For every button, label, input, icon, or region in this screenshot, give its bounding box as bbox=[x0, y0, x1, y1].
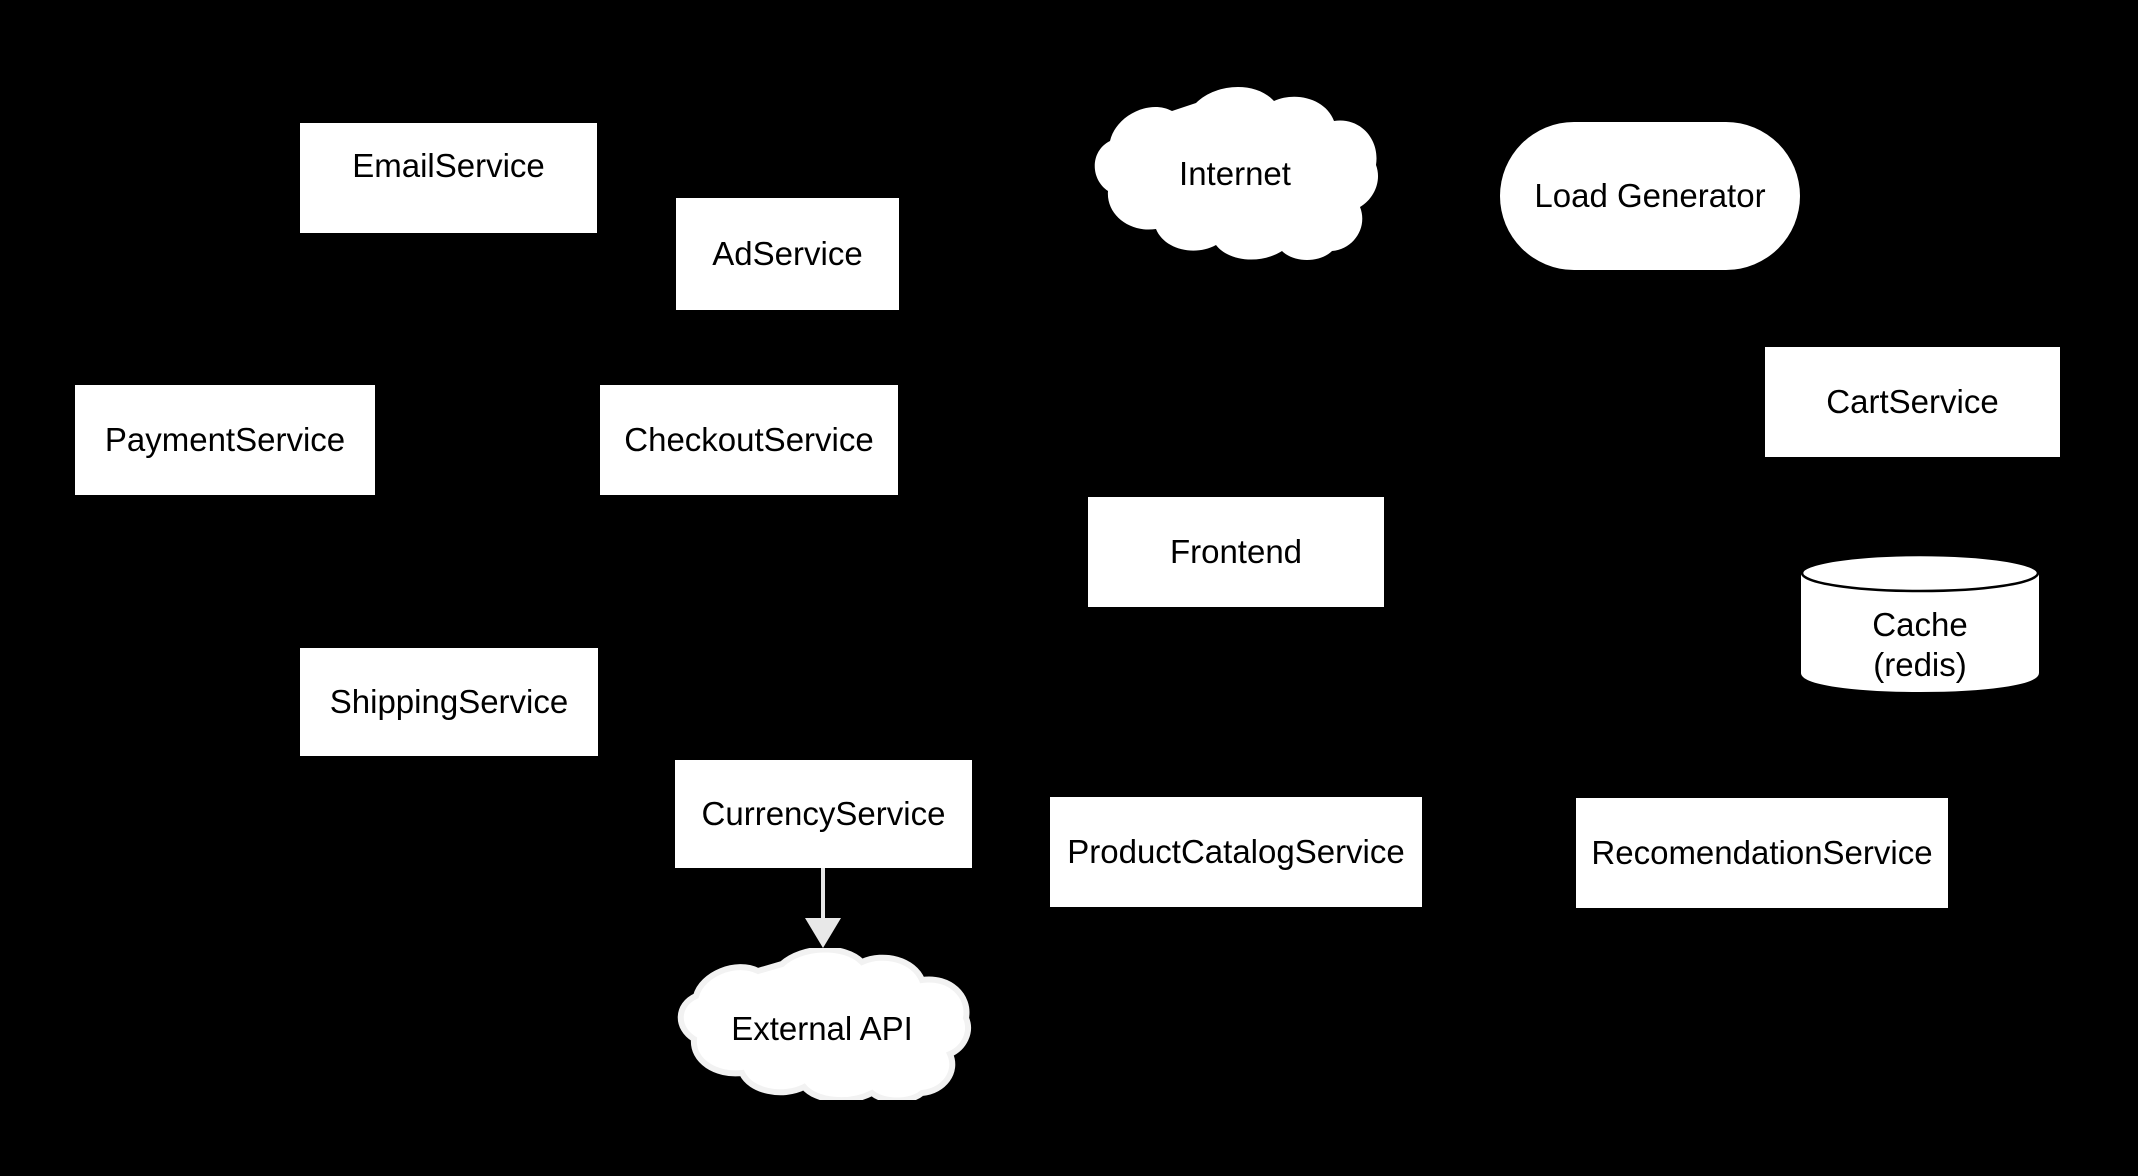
node-label-product-catalog-service: ProductCatalogService bbox=[1067, 832, 1405, 870]
node-load-generator[interactable]: Load Generator bbox=[1500, 122, 1800, 270]
node-product-catalog-service[interactable]: ProductCatalogService bbox=[1050, 797, 1422, 907]
node-cart-service[interactable]: CartService bbox=[1765, 347, 2060, 457]
node-ad-service[interactable]: AdService bbox=[676, 198, 899, 310]
node-label-load-generator: Load Generator bbox=[1534, 177, 1766, 214]
node-external-api[interactable]: External API bbox=[672, 948, 972, 1100]
cloud-shape-icon bbox=[1094, 87, 1378, 260]
node-email-service[interactable]: EmailService bbox=[300, 123, 597, 233]
node-shipping-service[interactable]: ShippingService bbox=[300, 648, 598, 756]
node-checkout-service[interactable]: CheckoutService bbox=[600, 385, 898, 495]
edge-currency-to-external-api bbox=[805, 868, 841, 948]
node-label-cache-redis: Cache (redis) bbox=[1872, 606, 1968, 684]
node-label-shipping-service: ShippingService bbox=[329, 682, 569, 720]
cloud-shape-icon bbox=[677, 948, 971, 1100]
node-label-checkout-service: CheckoutService bbox=[624, 420, 874, 458]
node-label-cart-service: CartService bbox=[1826, 382, 1999, 420]
node-internet[interactable]: Internet bbox=[1088, 85, 1382, 260]
node-frontend[interactable]: Frontend bbox=[1088, 497, 1384, 607]
node-recomendation-service[interactable]: RecomendationService bbox=[1576, 798, 1948, 908]
node-label-frontend: Frontend bbox=[1169, 532, 1303, 570]
node-cache-redis[interactable]: Cache (redis) bbox=[1800, 553, 2040, 693]
node-label-email-service: EmailService bbox=[352, 147, 545, 184]
node-label-external-api: External API bbox=[731, 1010, 913, 1047]
node-payment-service[interactable]: PaymentService bbox=[75, 385, 375, 495]
node-label-ad-service: AdService bbox=[712, 234, 863, 272]
node-currency-service[interactable]: CurrencyService bbox=[675, 760, 972, 868]
node-label-payment-service: PaymentService bbox=[104, 420, 346, 458]
node-label-internet: Internet bbox=[1179, 155, 1291, 192]
node-label-recomendation-service: RecomendationService bbox=[1591, 833, 1933, 871]
database-cylinder-icon bbox=[1800, 553, 2040, 693]
node-label-currency-service: CurrencyService bbox=[701, 794, 946, 832]
